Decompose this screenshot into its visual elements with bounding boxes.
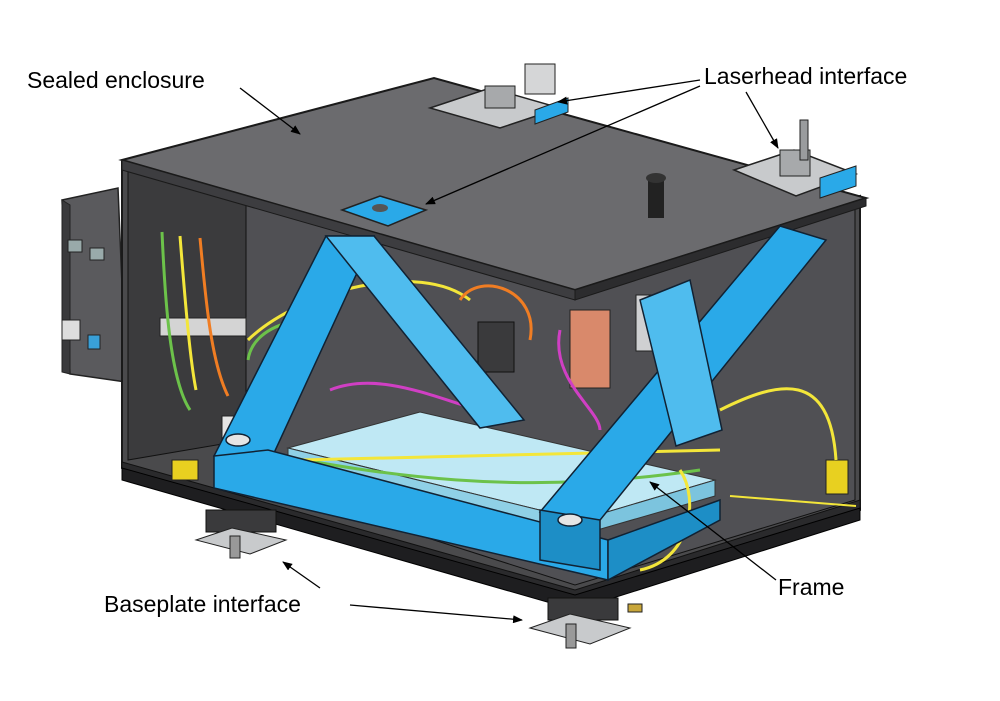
label-frame: Frame	[778, 574, 845, 600]
baseplate-interface-right	[528, 597, 643, 649]
leader-laserhead-front	[425, 85, 701, 205]
frame-structure	[212, 225, 828, 582]
enclosure-bottom-lip	[121, 467, 861, 611]
leader-baseplate-right	[349, 604, 523, 624]
label-sealed-enclosure: Sealed enclosure	[27, 67, 205, 93]
laserhead-interface-front	[339, 195, 429, 227]
leader-laserhead-right	[745, 91, 779, 149]
leader-laserhead-back	[557, 79, 701, 105]
label-baseplate-interface: Baseplate interface	[104, 591, 301, 617]
leader-frame	[649, 481, 777, 581]
leader-baseplate-left	[282, 561, 321, 589]
leader-lines	[239, 79, 779, 624]
side-connector-box	[61, 187, 127, 383]
baseplate-interface-left	[194, 509, 288, 559]
laserhead-interface-right	[731, 119, 859, 199]
label-laserhead-interface: Laserhead interface	[704, 63, 908, 89]
top-plate	[118, 76, 870, 301]
leader-enclosure	[239, 87, 301, 135]
